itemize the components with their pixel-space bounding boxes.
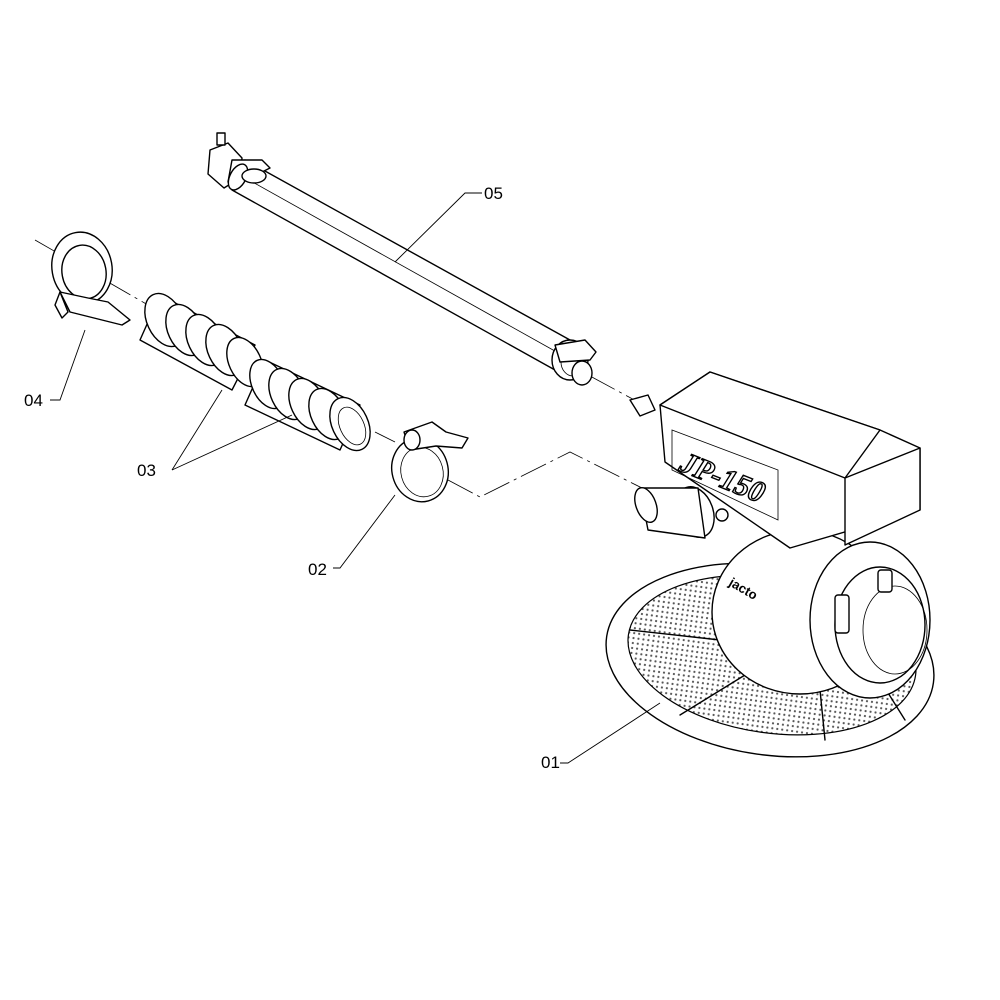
part-03-bellows-sleeves xyxy=(139,292,371,452)
callout-05: 05 xyxy=(484,184,503,203)
callout-02: 02 xyxy=(308,560,327,579)
callout-03: 03 xyxy=(137,461,156,480)
part-01-nozzle-housing: JP-150 jacto xyxy=(605,371,935,758)
callout-04: 04 xyxy=(24,391,43,410)
callout-leaders xyxy=(50,192,661,764)
part-02-hose-clamp xyxy=(391,421,469,503)
part-04-bracket-ring xyxy=(51,231,131,326)
callout-01: 01 xyxy=(541,753,560,772)
part-05-tube-assembly xyxy=(207,132,656,417)
